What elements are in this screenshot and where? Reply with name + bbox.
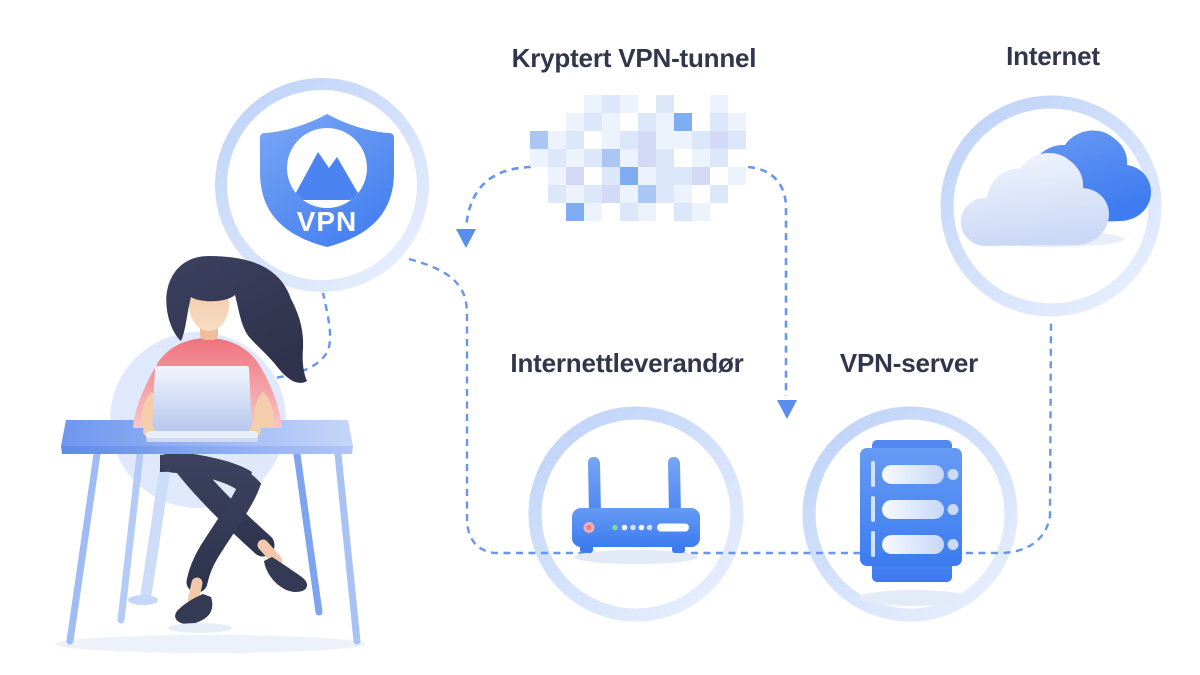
tunnel-arc-left [464, 165, 532, 229]
shoe-left [175, 594, 213, 625]
chair-leg [140, 449, 173, 601]
server-icon [859, 440, 969, 606]
user-at-desk-illustration [55, 256, 365, 653]
vpn-badge-label: VPN [297, 206, 358, 237]
tunnel-arc-right [747, 165, 788, 396]
router-antenna-right [668, 457, 681, 515]
encrypted-data-mosaic [530, 95, 746, 221]
desk-legs [66, 450, 361, 645]
floor-shadow [55, 635, 365, 653]
router-antenna-left [588, 457, 601, 515]
arrow-down-icon-left [456, 229, 476, 248]
server-shadow [859, 590, 969, 606]
main-route-path [408, 257, 1053, 555]
desk-edge [61, 446, 353, 454]
router-icon [572, 457, 700, 564]
laptop-route-path [251, 292, 332, 383]
label-vpn-server: VPN-server [839, 348, 979, 378]
server-slot-3 [871, 531, 959, 557]
mountain-icon [292, 152, 362, 200]
label-isp: Internettleverandør [510, 348, 744, 378]
person-hair [166, 256, 307, 383]
router-body [572, 508, 700, 547]
person-forearm-right [253, 392, 275, 428]
arrow-down-icon-right [777, 400, 797, 419]
server-slot-2 [871, 496, 959, 522]
label-encrypted-tunnel: Kryptert VPN-tunnel [511, 43, 757, 73]
laptop-screen [152, 366, 252, 431]
cloud-front [960, 153, 1109, 246]
vpn-shield-icon: VPN [260, 114, 394, 247]
label-internet: Internet [1006, 41, 1100, 71]
server-slot-1 [871, 461, 959, 487]
cloud-icon [960, 130, 1151, 247]
shoe-right [264, 557, 308, 592]
router-shadow [574, 550, 698, 564]
person-legs [160, 451, 308, 633]
laptop-base [146, 431, 258, 440]
